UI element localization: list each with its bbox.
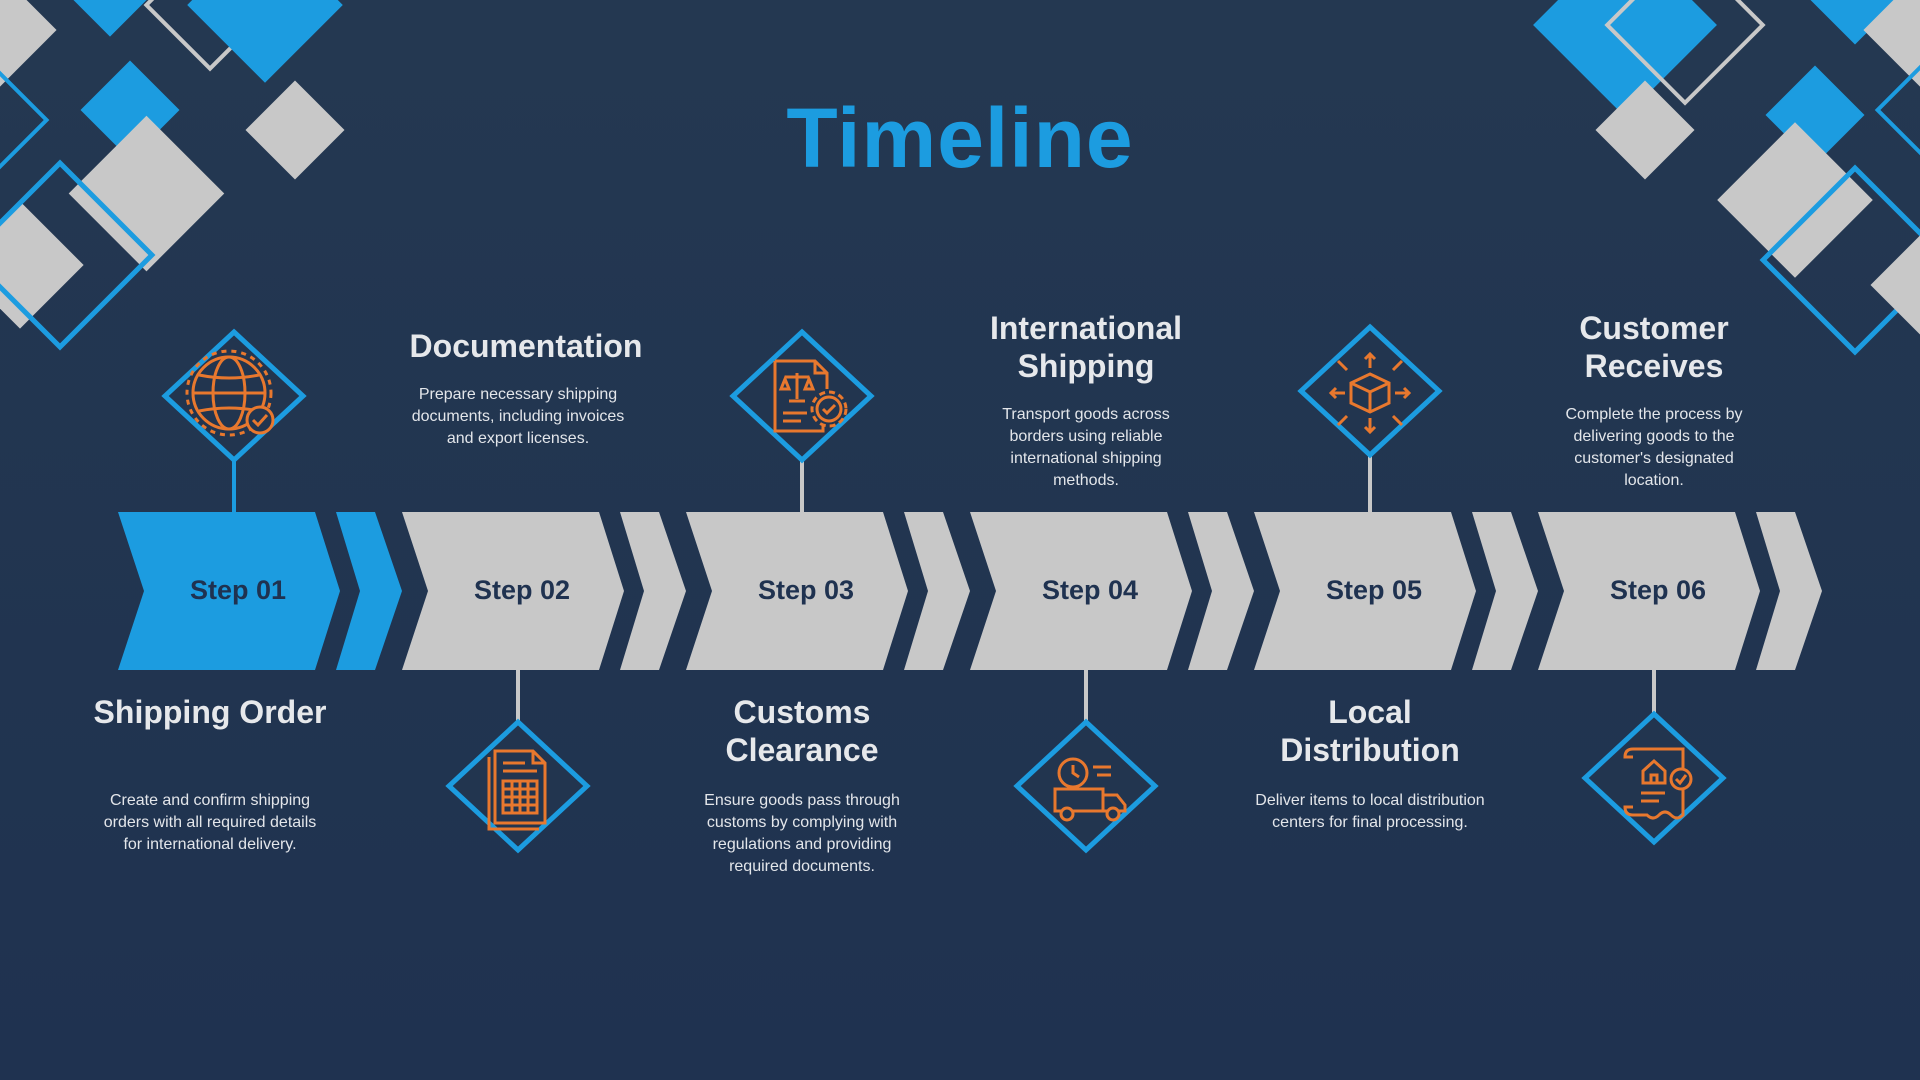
step-description-02: Prepare necessary shipping documents, in… [411,386,625,447]
diamond-step-04 [1013,718,1159,854]
document-table-icon [487,749,547,831]
step-description-06: Complete the process by delivering goods… [1565,406,1743,489]
diamond-step-06 [1581,710,1727,846]
legal-document-gear-icon [773,359,848,433]
step-label-01: Step 01 [189,575,287,605]
step-heading-04: International Shipping [989,310,1182,384]
chevron-step-02 [402,512,686,670]
step-heading-02: Documentation [409,328,643,364]
diamond-step-02 [445,718,591,854]
step-heading-03: Customs Clearance [725,694,879,768]
chevron-step-04 [970,512,1254,670]
step-label-03: Step 03 [757,575,855,605]
step-heading-06: Customer Receives [1579,310,1729,384]
step-label-05: Step 05 [1325,575,1423,605]
step-description-01: Create and confirm shipping orders with … [103,792,317,853]
step-description-04: Transport goods across borders using rel… [1002,406,1170,489]
house-receipt-check-icon [1623,747,1693,820]
step-label-06: Step 06 [1609,575,1707,605]
step-heading-01: Shipping Order [93,694,327,730]
diamond-step-03 [729,328,875,464]
chevron-step-05 [1254,512,1538,670]
chevron-step-06 [1538,512,1822,670]
step-description-05: Deliver items to local distribution cent… [1255,792,1485,831]
globe-check-icon [185,349,275,437]
step-heading-05: Local Distribution [1280,694,1460,768]
step-description-03: Ensure goods pass through customs by com… [704,792,900,875]
package-distribution-icon [1328,351,1412,435]
delivery-truck-clock-icon [1053,757,1127,822]
step-label-02: Step 02 [473,575,571,605]
step-label-04: Step 04 [1041,575,1139,605]
chevron-step-03 [686,512,970,670]
page-title: Timeline [786,91,1134,185]
chevron-step-01 [118,512,402,670]
